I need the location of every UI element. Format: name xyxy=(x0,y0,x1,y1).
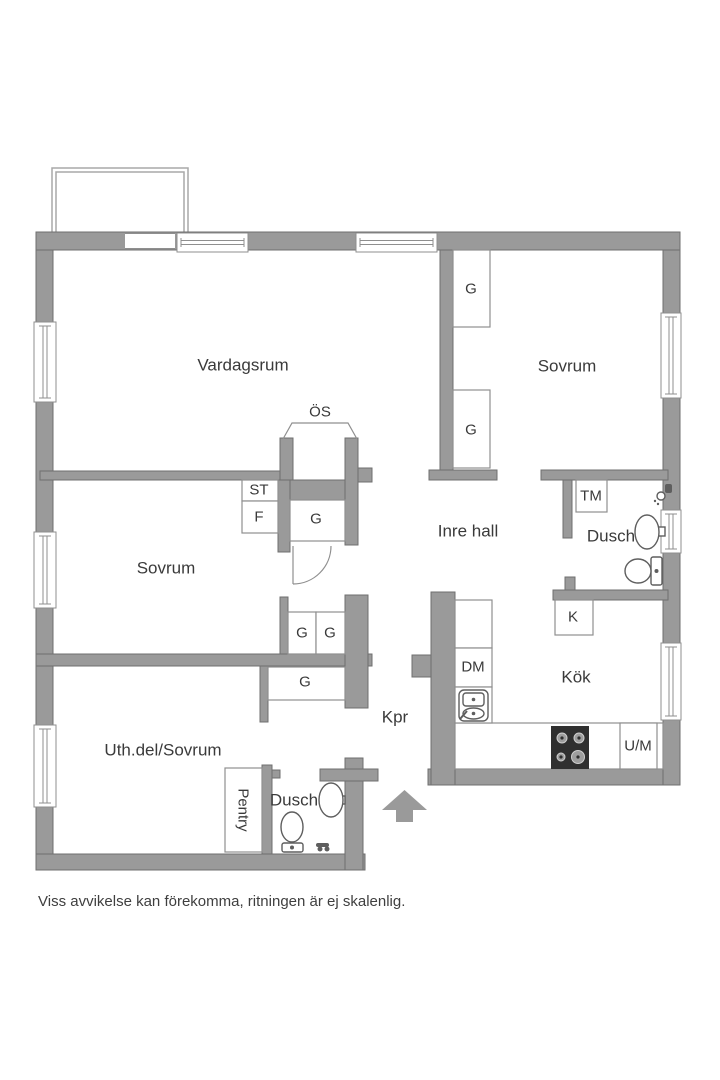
window-icons-right xyxy=(660,312,682,721)
toilet-icon xyxy=(280,811,304,853)
stove-icon xyxy=(551,726,589,769)
room-label-kok: Kök xyxy=(561,667,591,687)
shower-icon xyxy=(316,843,330,852)
bathroom1-fixtures xyxy=(624,484,672,586)
dishwasher-label: DM xyxy=(461,658,485,676)
door-swing-arc xyxy=(292,545,332,585)
pentry-label: Pentry xyxy=(234,788,252,832)
washing-machine-label: TM xyxy=(580,487,602,505)
fireplace-hood-outline xyxy=(282,422,358,440)
window-icons-top xyxy=(176,232,438,253)
closet-label-g: G xyxy=(310,510,322,528)
fireplace-label: ÖS xyxy=(309,403,331,421)
closet-label-g: G xyxy=(296,624,308,642)
room-label-inre-hall: Inre hall xyxy=(437,521,499,541)
shower-icon xyxy=(653,484,672,506)
oven-micro-label: U/M xyxy=(624,737,652,755)
closet-boxes xyxy=(224,249,608,853)
room-label-dusch-2: Dusch xyxy=(269,790,319,810)
bathroom2-fixtures xyxy=(280,782,346,853)
washbasin-icon xyxy=(634,514,666,550)
cleaning-closet-label: ST xyxy=(249,481,269,499)
closet-label-g: G xyxy=(465,421,477,439)
washbasin-icon xyxy=(318,782,346,818)
closet-label-g: G xyxy=(299,673,311,691)
walls xyxy=(35,231,681,871)
room-label-vardagsrum: Vardagsrum xyxy=(197,355,289,375)
balcony-outline xyxy=(51,167,189,235)
room-label-kpr: Kpr xyxy=(381,707,409,727)
window-icons-left xyxy=(33,321,57,808)
kitchen-sink-icon xyxy=(458,689,489,722)
room-label-sovrum-1: Sovrum xyxy=(537,356,597,376)
entrance-arrow-icon xyxy=(382,790,427,822)
room-label-uthdel-sovrum: Uth.del/Sovrum xyxy=(104,740,222,760)
fridge-label: K xyxy=(567,608,579,626)
room-label-dusch-1: Dusch xyxy=(586,526,636,546)
freezer-label: F xyxy=(254,508,264,526)
toilet-icon xyxy=(624,556,663,586)
disclaimer-text: Viss avvikelse kan förekomma, ritningen … xyxy=(38,893,406,910)
closet-label-g: G xyxy=(465,280,477,298)
closet-label-g: G xyxy=(324,624,336,642)
balcony-door-opening xyxy=(125,233,175,249)
room-label-sovrum-2: Sovrum xyxy=(136,558,196,578)
